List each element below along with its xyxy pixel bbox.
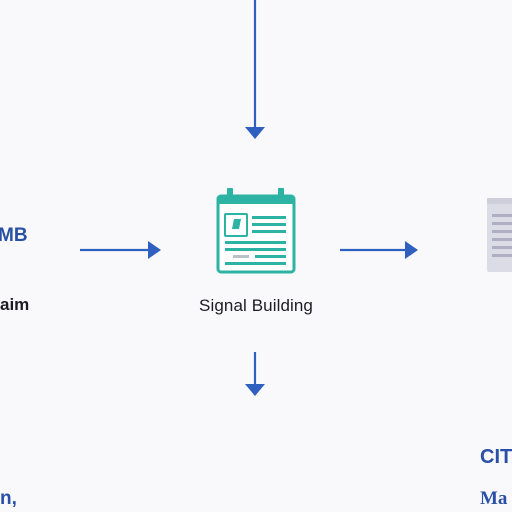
calendar-document-icon xyxy=(216,188,296,274)
center-node-label: Signal Building xyxy=(199,296,313,315)
left-node-mid-text: aim xyxy=(0,295,30,314)
left-node-bottom-text: n, xyxy=(0,488,17,509)
right-node-bottom-text: Ma xyxy=(480,488,508,509)
arrow-right-out xyxy=(340,241,418,259)
left-node-top-text: MB xyxy=(0,225,28,246)
arrow-left-in xyxy=(80,241,161,259)
right-node-top-text: CIT xyxy=(480,446,512,468)
arrow-top-in xyxy=(245,0,265,139)
arrow-bottom-out xyxy=(245,352,265,396)
document-icon xyxy=(487,198,512,272)
